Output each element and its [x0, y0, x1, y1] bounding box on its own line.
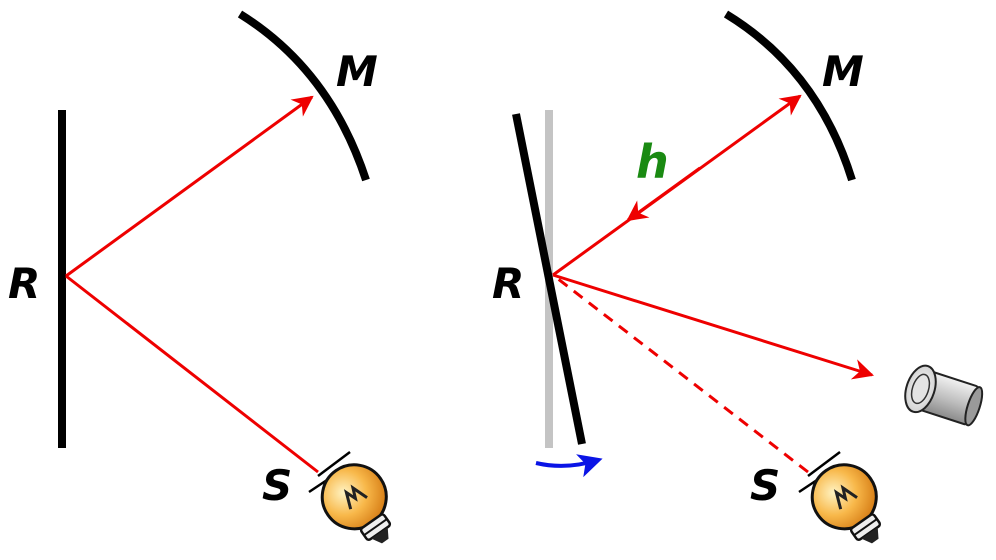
- right-ray-dashed-source: [552, 273, 809, 474]
- right-label-r: R: [492, 259, 524, 308]
- right-ray-m-to-r-return: [626, 166, 701, 222]
- camera-icon: [904, 364, 984, 427]
- right-curved-mirror-m: [723, 10, 856, 182]
- right-label-s: S: [750, 461, 780, 510]
- left-ray-r-to-m: [65, 95, 314, 278]
- left-label-s: S: [262, 461, 292, 510]
- rotation-arrow-icon: [535, 454, 603, 478]
- right-slit: [807, 451, 841, 477]
- right-rotated-mirror-r: [512, 113, 586, 445]
- right-panel: R M S h: [492, 10, 984, 544]
- left-ray-source-to-r: [65, 274, 319, 474]
- light-bulb-icon: [320, 463, 392, 544]
- left-label-m: M: [336, 47, 378, 96]
- right-ray-r-to-camera: [552, 273, 875, 380]
- left-curved-mirror-m: [237, 10, 370, 182]
- left-label-r: R: [8, 259, 40, 308]
- right-label-h: h: [636, 135, 669, 189]
- left-slit: [317, 451, 351, 477]
- right-label-m: M: [822, 47, 864, 96]
- light-bulb-icon: [810, 463, 882, 544]
- left-panel: R M S: [8, 10, 392, 544]
